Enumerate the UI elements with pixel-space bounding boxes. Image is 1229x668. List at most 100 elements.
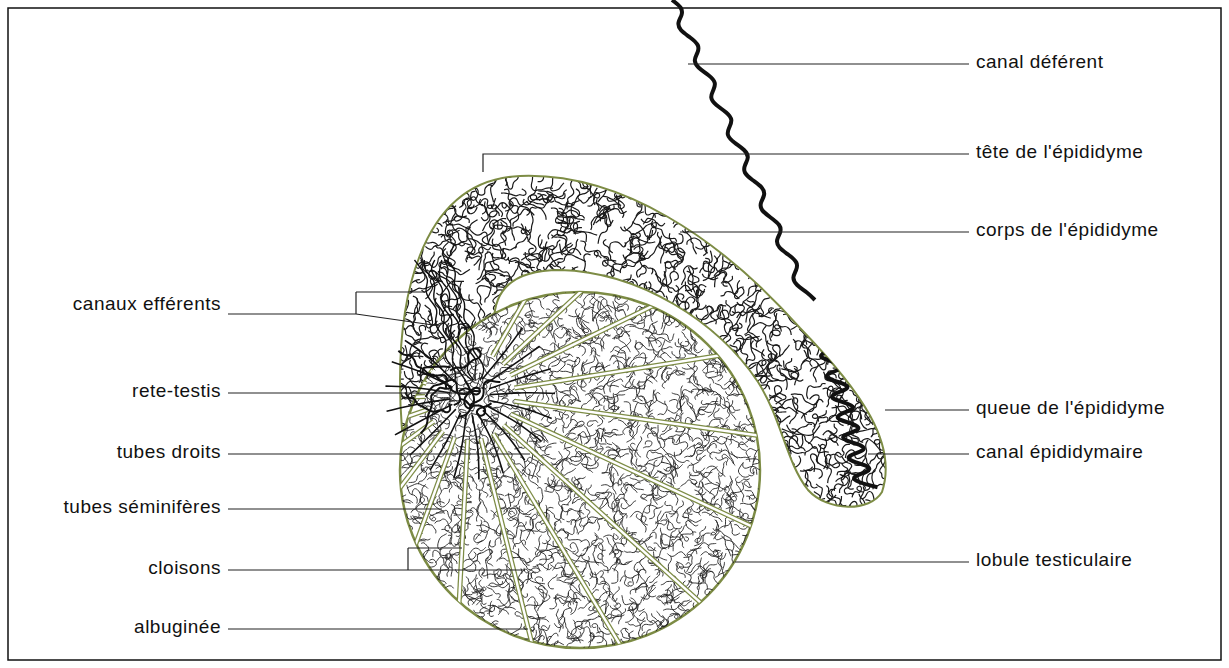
- tubule: [682, 168, 690, 197]
- tubule: [692, 176, 720, 189]
- tubule: [755, 401, 768, 418]
- tubule: [673, 205, 687, 220]
- tubule: [469, 294, 485, 318]
- tubule: [748, 267, 768, 278]
- tubule: [877, 201, 902, 212]
- tubule: [430, 515, 436, 520]
- tubule: [435, 185, 448, 200]
- tubule: [796, 159, 804, 181]
- tubule: [839, 311, 857, 319]
- tubule: [814, 417, 828, 427]
- tubule: [417, 649, 424, 658]
- tubule: [418, 570, 435, 583]
- tubule: [414, 589, 421, 599]
- tubule: [443, 640, 463, 646]
- tubule: [387, 557, 402, 568]
- tubule: [834, 508, 861, 515]
- tubule: [802, 246, 817, 259]
- tubule: [818, 250, 848, 264]
- tubule: [436, 590, 441, 611]
- tubule: [784, 160, 793, 182]
- tubule: [402, 653, 413, 663]
- tubule: [842, 464, 854, 489]
- tubule: [836, 273, 846, 296]
- tubule: [741, 248, 757, 258]
- tubule: [480, 198, 496, 208]
- tubule: [783, 231, 799, 246]
- tubule: [888, 201, 900, 228]
- tubule: [858, 329, 879, 342]
- tubule: [868, 320, 896, 331]
- tubule: [523, 254, 540, 260]
- tubule: [856, 176, 871, 193]
- tubule: [687, 163, 716, 173]
- tubule: [894, 203, 912, 219]
- tubule: [499, 640, 506, 656]
- tubule: [694, 202, 702, 225]
- tubule: [667, 173, 675, 188]
- tubule: [864, 208, 875, 232]
- tubule: [882, 293, 893, 315]
- tubule: [800, 265, 818, 289]
- tubule: [836, 303, 850, 321]
- tubule: [899, 383, 918, 400]
- tubule: [788, 192, 802, 203]
- tubule: [403, 181, 422, 206]
- tubule: [647, 227, 656, 240]
- tubule: [427, 324, 440, 340]
- tubule: [863, 335, 878, 345]
- tubule: [398, 610, 408, 630]
- tubule: [443, 347, 451, 364]
- tubule: [889, 174, 899, 193]
- tubule: [469, 630, 487, 637]
- tubule: [603, 196, 624, 217]
- tubule: [491, 203, 506, 209]
- tubule: [425, 170, 448, 192]
- tubule: [871, 213, 890, 234]
- tubule: [642, 178, 671, 185]
- tubule: [458, 281, 467, 295]
- tubule: [425, 636, 431, 654]
- tubule: [745, 224, 753, 243]
- tubule: [850, 231, 860, 242]
- tubule: [528, 195, 544, 205]
- tubule: [459, 610, 472, 624]
- tubule: [845, 201, 859, 213]
- tubule: [407, 367, 416, 389]
- tubule: [423, 621, 429, 641]
- tubule: [402, 514, 413, 529]
- tubule: [429, 577, 446, 584]
- tubule: [472, 304, 479, 321]
- tubule: [604, 260, 614, 284]
- tubule: [434, 639, 448, 646]
- tubule: [385, 376, 401, 389]
- tubule: [699, 199, 708, 223]
- tubule: [394, 508, 402, 524]
- tubule: [851, 348, 864, 364]
- tubule: [882, 504, 896, 511]
- tubule: [856, 152, 866, 181]
- tubule: [383, 588, 400, 596]
- tubule: [445, 554, 457, 564]
- tubule: [859, 342, 868, 363]
- tubule: [391, 382, 399, 400]
- tubule: [481, 630, 490, 648]
- tubule: [394, 336, 405, 354]
- tubule: [695, 171, 707, 188]
- tubule: [775, 397, 799, 413]
- tubule: [486, 586, 500, 598]
- tubule: [441, 294, 452, 307]
- tubule: [843, 256, 855, 270]
- tubule: [803, 175, 831, 185]
- tubule: [762, 505, 786, 513]
- tubule: [409, 370, 417, 387]
- tubule: [393, 529, 400, 547]
- tubule: [873, 412, 889, 423]
- tubule: [414, 183, 428, 205]
- tubule: [816, 200, 824, 206]
- tubule: [845, 336, 856, 349]
- tubule: [544, 248, 561, 270]
- tubule: [454, 635, 462, 647]
- tubule: [481, 481, 488, 498]
- tubule: [750, 247, 765, 266]
